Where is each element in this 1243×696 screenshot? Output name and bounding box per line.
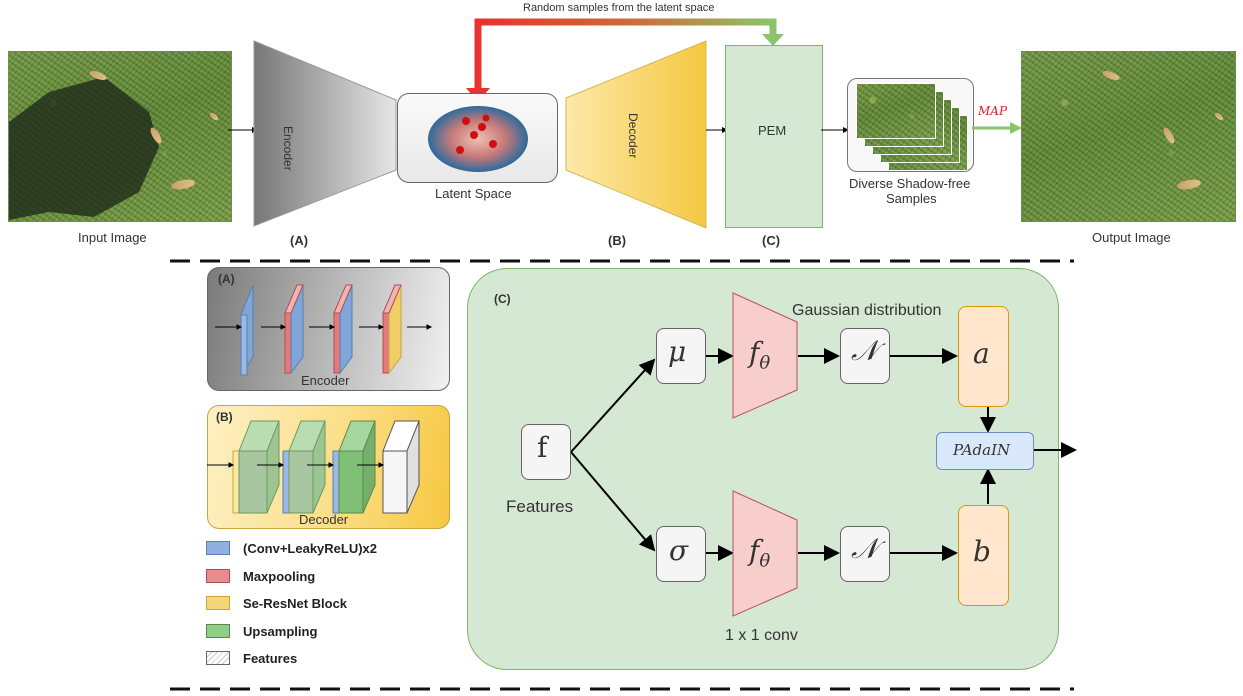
samples-label-line1: Diverse Shadow-free (849, 176, 971, 191)
a-node (958, 306, 1009, 407)
padain-label: PAdaIN (953, 441, 1011, 459)
b-node (958, 505, 1009, 606)
f-theta-top-f: f (749, 336, 760, 369)
legend-label: Upsampling (243, 623, 318, 639)
legend-item: Maxpooling (206, 568, 315, 584)
features-label: Features (506, 497, 574, 516)
encoder-conv-block-1 (240, 284, 254, 377)
f-theta-top-block (732, 292, 798, 419)
b-node-symbol: b (973, 535, 991, 568)
marker-a: (A) (290, 233, 309, 248)
normal-node-top (840, 328, 890, 384)
shadow-shape (9, 77, 159, 220)
legend-swatch-maxpool (206, 569, 230, 583)
map-arrow (972, 122, 1022, 134)
decoder-upsample-block-2 (282, 420, 326, 514)
encoder-se-resnet-block (382, 284, 402, 375)
decoder-label: Decoder (626, 113, 640, 159)
encoder-inner-arrows (215, 324, 433, 330)
normal-node-bottom (840, 526, 890, 582)
f-theta-bottom-sub: θ (759, 550, 771, 572)
legend-item: Se-ResNet Block (206, 595, 347, 611)
legend-item: Features (206, 650, 297, 666)
random-samples-caption: Random samples from the latent space (523, 2, 715, 14)
legend-label: (Conv+LeakyReLU)x2 (243, 540, 378, 556)
mu-node-symbol: μ (668, 335, 687, 368)
f-theta-bottom-label: fθ (749, 534, 770, 572)
normal-node-bottom-symbol: 𝒩 (851, 532, 878, 565)
f-theta-bottom-block (732, 490, 798, 617)
latent-landscape-image (428, 106, 528, 172)
input-image-label: Input Image (78, 230, 147, 245)
decoder-panel-tag: (B) (216, 410, 233, 424)
decoder-upsample-block-1 (232, 420, 280, 514)
decoder-inner-arrows (207, 462, 385, 468)
sigma-node (656, 526, 706, 582)
input-image (8, 51, 232, 222)
f-theta-top-label: fθ (749, 336, 770, 374)
encoder-panel-caption: Encoder (301, 373, 350, 388)
marker-b: (B) (608, 233, 627, 248)
decoder-block (565, 40, 707, 229)
legend-label: Features (243, 650, 298, 666)
latent-space-label: Latent Space (435, 186, 512, 201)
legend-swatch-seresnet (206, 596, 230, 610)
samples-label-line2: Samples (886, 191, 937, 206)
features-node (521, 424, 571, 480)
normal-node-top-symbol: 𝒩 (851, 334, 878, 367)
map-label: MAP (978, 104, 1008, 118)
legend-swatch-conv (206, 541, 230, 555)
output-image-label: Output Image (1092, 230, 1171, 245)
encoder-layers (215, 284, 433, 377)
conv-label: 1 x 1 conv (725, 627, 798, 644)
decoder-layers (207, 420, 420, 514)
a-node-symbol: a (973, 337, 990, 370)
padain-node (936, 432, 1034, 470)
f-theta-top-sub: θ (759, 352, 771, 374)
gaussian-distribution-label: Gaussian distribution (792, 302, 942, 319)
arrow-pem-to-samples (821, 127, 849, 133)
encoder-block (253, 40, 397, 227)
encoder-panel-tag: (A) (218, 272, 235, 286)
marker-c: (C) (762, 233, 781, 248)
legend-label: Maxpooling (243, 568, 316, 584)
legend-item: (Conv+LeakyReLU)x2 (206, 540, 377, 556)
legend-swatch-features (206, 651, 230, 665)
encoder-label: Encoder (281, 126, 295, 171)
decoder-upsample-block-3 (332, 420, 376, 514)
legend-item: Upsampling (206, 623, 317, 639)
decoder-features-block (382, 420, 420, 514)
output-image (1021, 51, 1236, 222)
decoder-panel-caption: Decoder (299, 512, 349, 527)
legend-label: Se-ResNet Block (243, 595, 348, 611)
pem-block (725, 45, 823, 228)
pem-panel-tag: (C) (494, 292, 511, 306)
divider-bottom (170, 687, 1074, 691)
mu-node (656, 328, 706, 384)
samples-box (847, 78, 974, 172)
features-node-symbol: f (537, 431, 548, 464)
sigma-node-symbol: σ (669, 534, 689, 567)
f-theta-bottom-f: f (749, 534, 760, 567)
legend-swatch-upsampling (206, 624, 230, 638)
divider-top (170, 259, 1074, 263)
encoder-conv-block-2 (284, 284, 304, 375)
pem-label: PEM (758, 123, 787, 138)
encoder-conv-block-3 (333, 284, 353, 375)
latent-space-box (397, 93, 558, 183)
pem-arrows (570, 348, 1077, 561)
